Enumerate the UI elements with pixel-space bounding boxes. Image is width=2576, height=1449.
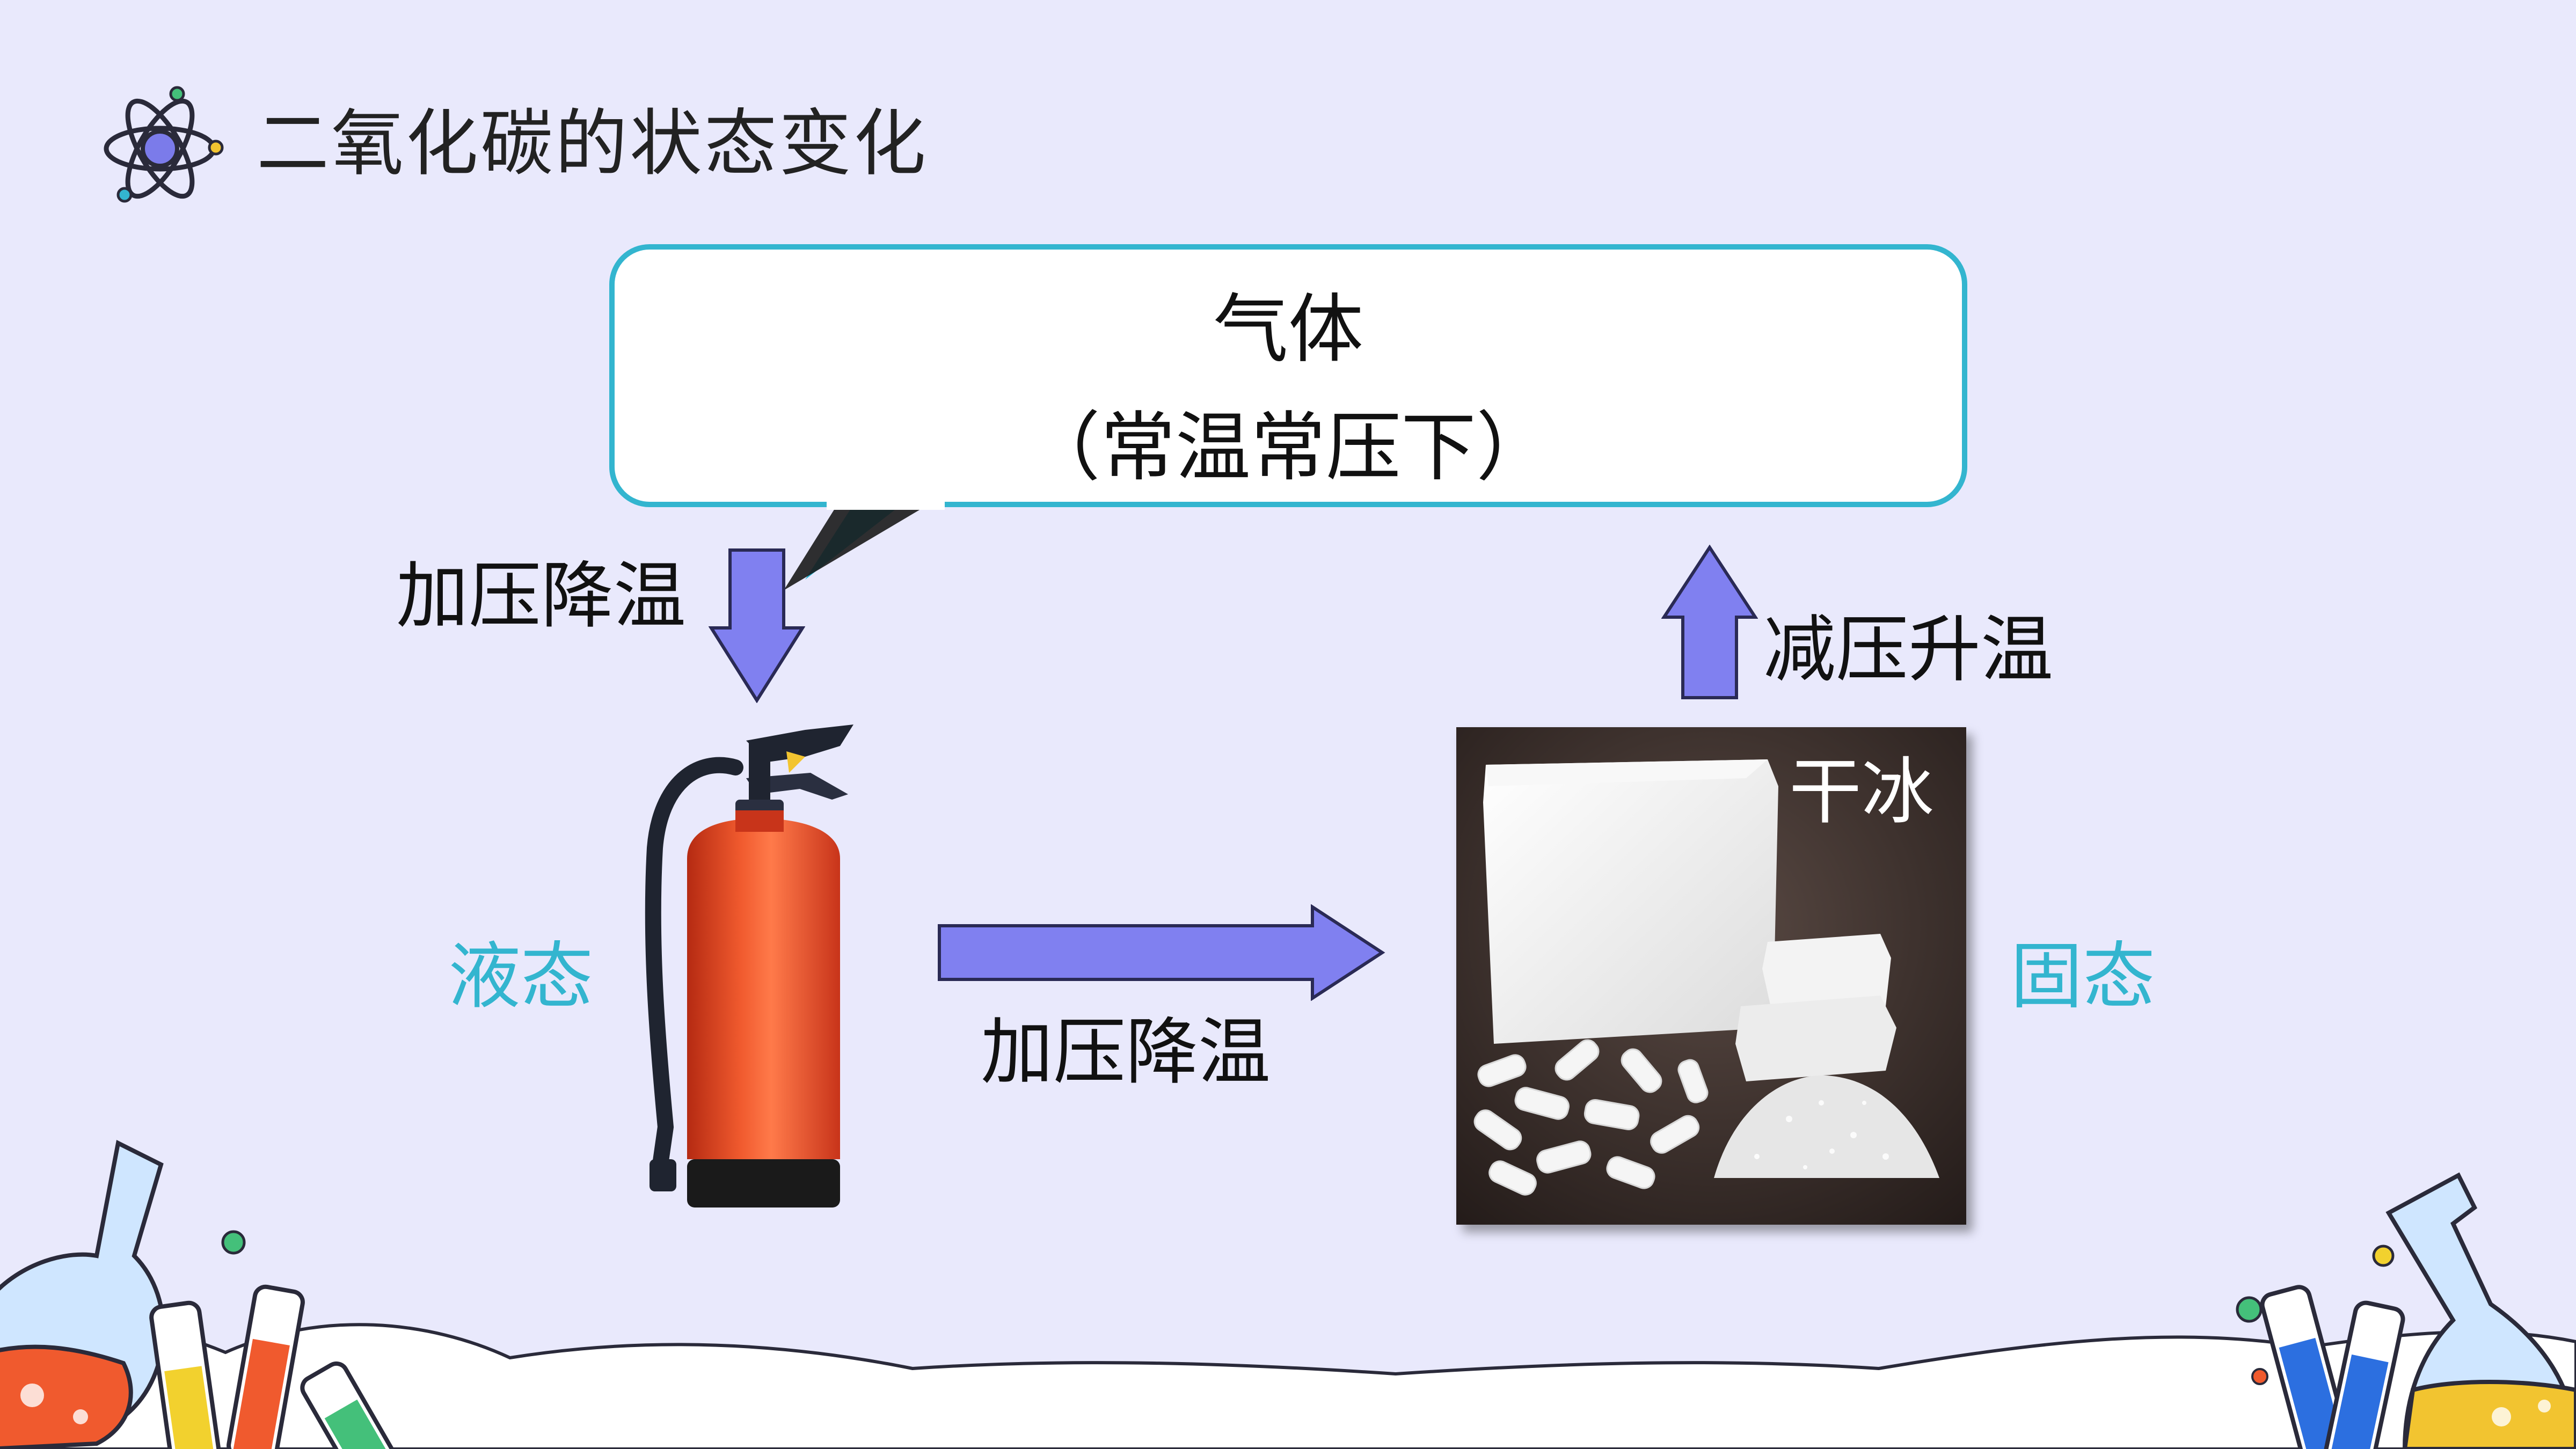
dry-ice-label: 干冰 [1789,750,1934,834]
solid-to-gas-label: 减压升温 [1763,608,2053,692]
gas-to-liquid-label: 加压降温 [396,554,686,638]
liquid-to-solid-label: 加压降温 [981,1010,1271,1094]
up-arrow-icon [1661,545,1758,699]
dry-ice-photo [1456,727,1966,1225]
lab-flasks-right-decoration [2236,1172,2576,1449]
liquid-state-label: 液态 [448,934,593,1019]
atom-icon [97,83,225,212]
lab-flasks-left-decoration [0,1140,403,1449]
page-title: 二氧化碳的状态变化 [257,101,928,186]
fire-extinguisher-image [645,724,853,1208]
bottom-cloud-decoration [0,1322,2576,1449]
down-arrow-icon [709,548,805,703]
gas-bubble [609,244,1967,590]
gas-state-label: 气体 [1213,286,1363,374]
right-arrow-icon [938,904,1385,1001]
solid-state-label: 固态 [2010,934,2155,1019]
gas-condition-label: （常温常压下） [1025,404,1551,492]
